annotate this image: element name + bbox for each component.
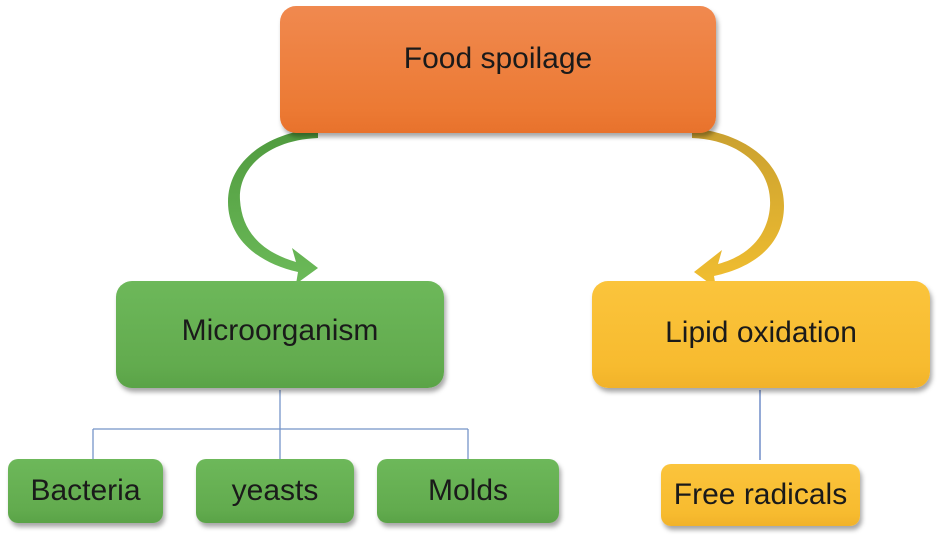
node-molds: Molds [377,459,559,523]
node-label: Molds [427,474,509,507]
microorganism-connector [92,390,469,459]
node-yeasts: yeasts [196,459,354,523]
node-bacteria: Bacteria [8,459,163,523]
node-label: Free radicals [673,478,848,511]
arrow-to-microorganism [228,128,318,284]
node-label: Bacteria [30,474,141,507]
node-label: Lipid oxidation [665,315,857,349]
node-label: Microorganism [181,313,379,347]
node-label: Food spoilage [403,41,593,75]
node-lipid-oxidation: Lipid oxidation [592,281,930,388]
node-microorganism: Microorganism [116,281,444,388]
node-food-spoilage: Food spoilage [280,6,716,133]
arrow-to-lipid-oxidation [692,128,784,288]
node-label: yeasts [231,474,319,507]
node-free-radicals: Free radicals [661,464,860,526]
